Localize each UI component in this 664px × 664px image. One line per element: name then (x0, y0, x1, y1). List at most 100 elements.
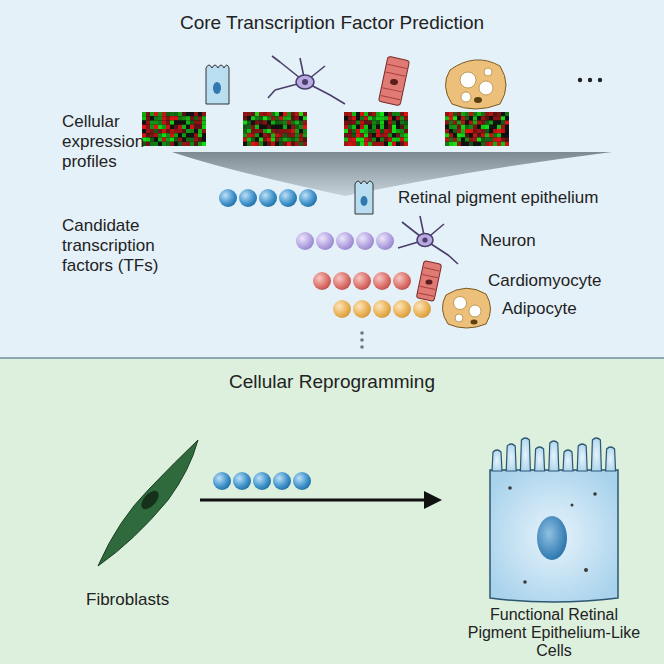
heatmap-cell (283, 125, 287, 129)
heatmap-cell (283, 112, 287, 116)
heatmap-cell (493, 121, 497, 125)
heatmap-cell (170, 121, 174, 125)
heatmap-cell (259, 116, 263, 120)
heatmap-cell (372, 133, 376, 137)
heatmap-cell (372, 142, 376, 146)
heatmap-cell (267, 112, 271, 116)
heatmap-cell (376, 129, 380, 133)
heatmap-cell (267, 121, 271, 125)
heatmap-cell (501, 142, 505, 146)
heatmap-cell (154, 138, 158, 142)
heatmap-cell (368, 138, 372, 142)
heatmap-cell (166, 125, 170, 129)
heatmap-cell (481, 112, 485, 116)
heatmap-cell (186, 121, 190, 125)
heatmap-cell (352, 121, 356, 125)
tf-circle (373, 272, 391, 290)
tf-circle (336, 232, 354, 250)
heatmap-cell (457, 142, 461, 146)
heatmap-cell (202, 142, 206, 146)
heatmap-cell (396, 125, 400, 129)
heatmap-cell (372, 125, 376, 129)
heatmap-cell (453, 112, 457, 116)
heatmap-cell (283, 129, 287, 133)
heatmap-cell (251, 112, 255, 116)
heatmap-cell (295, 125, 299, 129)
heatmap-cell (170, 112, 174, 116)
heatmap-cell (376, 116, 380, 120)
cell-type-label: Cardiomyocyte (488, 271, 638, 291)
heatmap-cell (142, 116, 146, 120)
heatmap-cell (166, 138, 170, 142)
heatmap-cell (263, 125, 267, 129)
heatmap-cell (146, 125, 150, 129)
heatmap-cell (255, 125, 259, 129)
heatmap-cell (251, 129, 255, 133)
heatmap-cell (465, 121, 469, 125)
tf-circle (373, 300, 391, 318)
heatmap-cell (465, 138, 469, 142)
heatmap-cell (465, 125, 469, 129)
heatmap-cell (186, 142, 190, 146)
heatmap-cell (384, 112, 388, 116)
heatmap-cell (396, 133, 400, 137)
heatmap-cell (142, 112, 146, 116)
heatmap-cell (255, 121, 259, 125)
heatmap-cell (295, 142, 299, 146)
heatmap-cell (303, 121, 307, 125)
heatmap-cell (445, 133, 449, 137)
heatmap-cell (473, 116, 477, 120)
cell-type-label: Neuron (480, 231, 600, 251)
heatmap-cell (182, 112, 186, 116)
heatmap-cell (275, 142, 279, 146)
heatmap-cell (303, 133, 307, 137)
heatmap-cell (493, 142, 497, 146)
heatmap-cell (271, 121, 275, 125)
heatmap-cell (489, 116, 493, 120)
heatmap-cell (457, 121, 461, 125)
heatmap-cell (263, 142, 267, 146)
heatmap-cell (348, 142, 352, 146)
microvillus (577, 444, 587, 471)
heatmap-cell (396, 142, 400, 146)
heatmap-cell (174, 129, 178, 133)
heatmap-cell (178, 112, 182, 116)
heatmap-cell (469, 121, 473, 125)
heatmap-cell (461, 133, 465, 137)
heatmap-cell (275, 116, 279, 120)
heatmap-cell (352, 129, 356, 133)
heatmap-cell (368, 125, 372, 129)
heatmap-cell (344, 142, 348, 146)
heatmap-cell (198, 129, 202, 133)
heatmap-cell (287, 142, 291, 146)
heatmap-cell (380, 125, 384, 129)
heatmap-cell (404, 116, 408, 120)
heatmap-cell (251, 125, 255, 129)
heatmap-cell (501, 112, 505, 116)
tf-circle (279, 189, 297, 207)
heatmap-cell (303, 116, 307, 120)
heatmap-cell (352, 116, 356, 120)
heatmap-cell (259, 138, 263, 142)
heatmap-cell (198, 121, 202, 125)
heatmap-cell (198, 138, 202, 142)
heatmap-cell (400, 138, 404, 142)
heatmap-cell (477, 112, 481, 116)
heatmap-cell (344, 112, 348, 116)
heatmap-cell (150, 125, 154, 129)
heatmap-cell (368, 121, 372, 125)
heatmap-cell (259, 133, 263, 137)
heatmap-cell (174, 138, 178, 142)
cell-type-label: Retinal pigment epithelium (398, 188, 633, 208)
heatmap-cell (388, 116, 392, 120)
heatmap-cell (247, 133, 251, 137)
heatmap-cell (465, 112, 469, 116)
heatmap-cell (473, 142, 477, 146)
heatmap-cell (190, 116, 194, 120)
heatmap-cell (287, 129, 291, 133)
heatmap-cell (170, 129, 174, 133)
heatmap-cell (303, 125, 307, 129)
heatmap-cell (457, 129, 461, 133)
heatmap-cell (453, 142, 457, 146)
heatmap-cell (182, 133, 186, 137)
